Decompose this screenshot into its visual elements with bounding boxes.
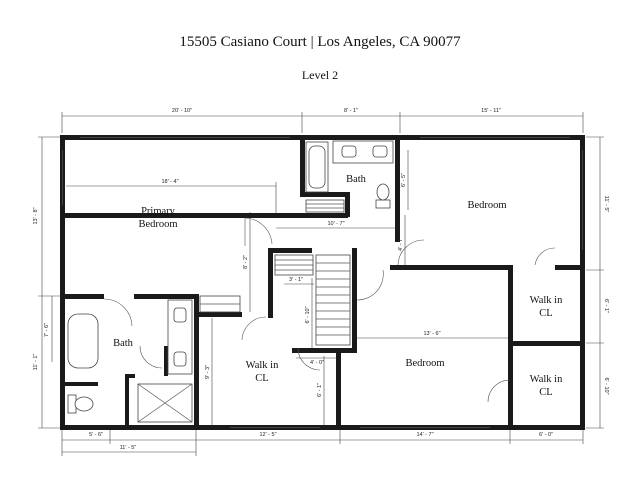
dim-left-lower-b: 11' - 1": [33, 354, 39, 371]
fixtures: [67, 140, 394, 423]
dim-top-left: 20' - 10": [172, 108, 192, 114]
dim-bottom-c: 12' - 5": [259, 432, 276, 438]
room-label-bath-lower: Bath: [113, 338, 134, 349]
room-label-bath-upper: Bath: [346, 174, 367, 185]
dim-walkin-right2: 6' - 10": [603, 377, 609, 394]
room-label-walkin-r1-1: Walk in: [530, 295, 563, 306]
walls: [60, 135, 585, 430]
room-label-walkin-r1-2: CL: [539, 308, 552, 319]
dimension-labels: 20' - 10" 8' - 1" 15' - 11" 18' - 4" 10'…: [33, 108, 609, 451]
doors: [103, 217, 556, 403]
dim-top-mid: 8' - 1": [344, 108, 358, 114]
dim-bottom-e: 6' - 0": [539, 432, 553, 438]
dim-bath-upper-v: 6' - 5": [401, 173, 407, 187]
room-label-primary-2: Bedroom: [138, 219, 177, 230]
plan-title: 15505 Casiano Court | Los Angeles, CA 90…: [179, 34, 461, 50]
dim-walkin-right1: 6' - 1": [603, 299, 609, 313]
dim-bath-lower-v: 9' - 3": [205, 365, 211, 379]
level-label: Level 2: [301, 68, 339, 82]
dim-bedroom-lower: 13' - 6": [423, 331, 440, 337]
dim-bottom-b: 11' - 5": [120, 445, 137, 451]
dim-right-upper: 11' - 5": [603, 196, 609, 213]
dim-left-lower-a: 7' - 6": [44, 323, 50, 337]
dim-stair-bottom: 4' - 0": [310, 360, 324, 366]
dim-bottom-a: 5' - 6": [89, 432, 103, 438]
dim-stair-v: 6' - 10": [305, 306, 311, 323]
dim-primary-width: 18' - 4": [161, 179, 178, 185]
windows: [62, 137, 583, 428]
dim-hall-v-right: 4' - 7": [398, 237, 404, 251]
room-label-bedroom-lower: Bedroom: [405, 358, 444, 369]
dim-left-upper: 13' - 8": [33, 207, 39, 224]
dim-walkin-center-v: 6' - 1": [317, 383, 323, 397]
room-label-primary-1: Primary: [141, 206, 176, 217]
room-label-bedroom-upper: Bedroom: [467, 200, 506, 211]
dim-top-right: 15' - 11": [481, 108, 501, 114]
dim-hall-width: 10' - 7": [327, 221, 344, 227]
dim-stair-small: 3' - 1": [289, 277, 303, 283]
dim-hall-v-left: 8' - 2": [243, 255, 249, 269]
room-labels: Primary Bedroom Bath Bedroom Bath Walk i…: [113, 174, 563, 398]
room-label-walkin-center-2: CL: [255, 373, 268, 384]
room-label-walkin-center-1: Walk in: [246, 360, 279, 371]
room-label-walkin-r2-1: Walk in: [530, 374, 563, 385]
room-label-walkin-r2-2: CL: [539, 387, 552, 398]
dim-bottom-d: 14' - 7": [416, 432, 433, 438]
dimension-lines: [38, 112, 604, 456]
